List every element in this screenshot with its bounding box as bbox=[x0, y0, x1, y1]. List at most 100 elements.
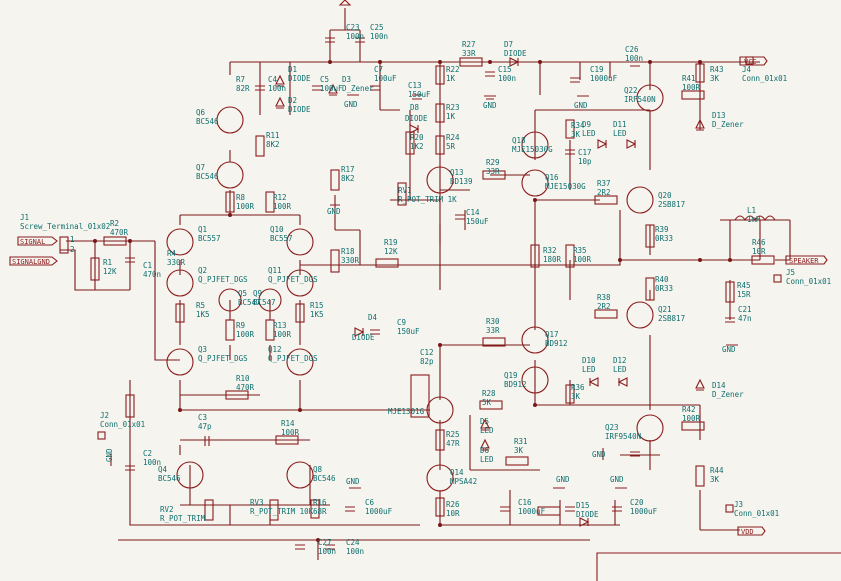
component-ref-c16: C16 bbox=[518, 498, 532, 507]
component-value-r15: 1K5 bbox=[310, 310, 324, 319]
component-ref-r14: R14 bbox=[281, 419, 295, 428]
component-ref-q21: Q21 bbox=[658, 305, 672, 314]
component-value-r20: 1K2 bbox=[410, 142, 424, 151]
component-ref-rv3: RV3 bbox=[250, 498, 264, 507]
component-value-c6: 1000uF bbox=[365, 507, 393, 516]
component-ref-r8: R8 bbox=[236, 193, 246, 202]
led-label: LED bbox=[613, 129, 627, 138]
component-value-d3: D_Zener bbox=[342, 84, 374, 93]
component-ref-r28: R28 bbox=[482, 389, 496, 398]
component-ref-r19: R19 bbox=[384, 238, 398, 247]
component-value-j4: Conn_01x01 bbox=[742, 74, 787, 83]
component-ref-r40: R40 bbox=[655, 275, 669, 284]
component-ref-q1: Q1 bbox=[198, 225, 207, 234]
component-value-c12: 82p bbox=[420, 357, 434, 366]
gnd-label: GND bbox=[105, 448, 114, 462]
component-ref-j2: J2 bbox=[100, 411, 109, 420]
component-ref-r45: R45 bbox=[737, 281, 751, 290]
component-ref-j1: J1 bbox=[20, 213, 29, 222]
component-ref-c6: C6 bbox=[365, 498, 375, 507]
component-ref-r23: R23 bbox=[446, 103, 460, 112]
component-value-q20: 2SB817 bbox=[658, 200, 685, 209]
component-value-r1: 12K bbox=[103, 267, 117, 276]
component-ref-d7: D7 bbox=[504, 40, 513, 49]
component-symbols bbox=[9, 0, 841, 581]
component-ref-d14: D14 bbox=[712, 381, 726, 390]
component-value-r7: 82R bbox=[236, 84, 250, 93]
led-ref: D12 bbox=[613, 356, 627, 365]
component-value-c3: 47p bbox=[198, 422, 212, 431]
component-value-q6: BC546 bbox=[196, 117, 219, 126]
component-value-j3: Conn_01x01 bbox=[734, 509, 779, 518]
component-value-c21: 47n bbox=[738, 314, 752, 323]
component-value-rv3: R_POT_TRIM 10K bbox=[250, 507, 314, 516]
vas-transistor-label: MJE1301G bbox=[388, 407, 425, 416]
component-ref-c27: C27 bbox=[318, 538, 332, 547]
component-ref-j4: J4 bbox=[742, 65, 752, 74]
component-value-c19: 1000uF bbox=[590, 74, 618, 83]
component-value-r23: 1K bbox=[446, 112, 456, 121]
component-ref-q18: Q18 bbox=[512, 136, 526, 145]
component-ref-q22: Q22 bbox=[624, 86, 638, 95]
component-ref-r26: R26 bbox=[446, 500, 460, 509]
component-ref-q14: Q14 bbox=[450, 468, 464, 477]
component-ref-c15: C15 bbox=[498, 65, 512, 74]
component-ref-r35: R35 bbox=[573, 246, 587, 255]
net-vcc: VCC bbox=[744, 58, 757, 66]
component-ref-c9: C9 bbox=[397, 318, 406, 327]
component-ref-r24: R24 bbox=[446, 133, 460, 142]
diode-label: DIODE bbox=[352, 333, 375, 342]
component-ref-r12: R12 bbox=[273, 193, 287, 202]
component-ref-q7: Q7 bbox=[196, 163, 205, 172]
component-value-l1: 1mH bbox=[747, 215, 761, 224]
component-value-q14: MPSA42 bbox=[450, 477, 477, 486]
led-ref: D11 bbox=[613, 120, 627, 129]
component-value-r22: 1K bbox=[446, 74, 456, 83]
net-signal: SIGNAL bbox=[20, 238, 45, 246]
led-label: LED bbox=[582, 129, 596, 138]
component-value-c4: 100n bbox=[268, 84, 286, 93]
component-value-r19: 12K bbox=[384, 247, 398, 256]
component-ref-r5: R5 bbox=[196, 301, 205, 310]
component-value-r11: 8K2 bbox=[266, 140, 280, 149]
component-value-r17: 8K2 bbox=[341, 174, 355, 183]
gnd-label: GND bbox=[344, 100, 358, 109]
component-value-r25: 47R bbox=[446, 439, 460, 448]
component-value-r35: 100R bbox=[573, 255, 592, 264]
component-ref-c21: C21 bbox=[738, 305, 752, 314]
component-ref-r39: R39 bbox=[655, 225, 669, 234]
component-value-r45: 15R bbox=[737, 290, 751, 299]
component-ref-c24: C24 bbox=[346, 538, 360, 547]
component-ref-r2: R2 bbox=[110, 219, 119, 228]
led-ref: D5 bbox=[480, 417, 489, 426]
component-ref-c12: C12 bbox=[420, 348, 434, 357]
component-ref-rv2: RV2 bbox=[160, 505, 174, 514]
component-ref-q20: Q20 bbox=[658, 191, 672, 200]
component-value-q7: BC546 bbox=[196, 172, 219, 181]
component-value-c23: 100n bbox=[346, 32, 364, 41]
component-value-q18: MJE15030G bbox=[512, 145, 553, 154]
component-value-r24: 5R bbox=[446, 142, 456, 151]
component-ref-c23: C23 bbox=[346, 23, 360, 32]
gnd-label: GND bbox=[722, 345, 736, 354]
component-ref-r1: R1 bbox=[103, 258, 112, 267]
component-ref-q17: Q17 bbox=[545, 330, 559, 339]
component-ref-c13: C13 bbox=[408, 81, 422, 90]
component-ref-r41: R41 bbox=[682, 74, 696, 83]
component-ref-q13: Q13 bbox=[450, 168, 464, 177]
gnd-label: GND bbox=[556, 475, 570, 484]
component-value-c25: 100n bbox=[370, 32, 388, 41]
component-value-r26: 10R bbox=[446, 509, 460, 518]
component-value-q22: IRF540N bbox=[624, 95, 656, 104]
component-ref-r7: R7 bbox=[236, 75, 245, 84]
component-value-r32: 180R bbox=[543, 255, 562, 264]
component-ref-d1: D1 bbox=[288, 65, 297, 74]
component-ref-r37: R37 bbox=[597, 179, 611, 188]
component-ref-q4: Q4 bbox=[158, 465, 168, 474]
component-ref-q23: Q23 bbox=[605, 423, 619, 432]
component-value-j1: Screw_Terminal_01x02 bbox=[20, 222, 110, 231]
component-value-q23: IRF9540N bbox=[605, 432, 641, 441]
component-ref-c25: C25 bbox=[370, 23, 384, 32]
component-value-r4: 330R bbox=[167, 258, 186, 267]
net-vdd: VDD bbox=[741, 528, 754, 536]
